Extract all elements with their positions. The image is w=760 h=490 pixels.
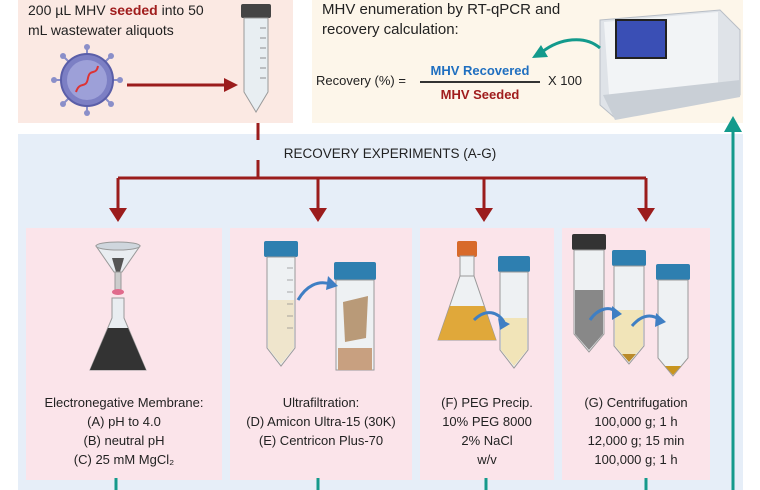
seed-line1-pre: 200 µL MHV (28, 2, 110, 18)
falcon-tube-icon (241, 4, 271, 113)
filtration-funnel-icon (89, 241, 147, 371)
formula-numerator: MHV Recovered (430, 63, 530, 78)
seed-line2: mL wastewater aliquots (28, 22, 174, 38)
method-text-centrifugation: (G) Centrifugation 100,000 g; 1 h 12,000… (562, 393, 710, 469)
ultrafiltration-tube-icon (264, 241, 298, 367)
method-text-peg: (F) PEG Precip. 10% PEG 8000 2% NaCl w/v (420, 393, 554, 469)
method-line: 100,000 g; 1 h (594, 452, 678, 467)
method-line: 2% NaCl (461, 433, 513, 448)
experiments-label: RECOVERY EXPERIMENTS (A-G) (283, 146, 497, 161)
teal-arrow-head (532, 45, 548, 58)
method-text-membrane: Electronegative Membrane: (A) pH to 4.0 … (26, 393, 222, 469)
peg-tube-icon (498, 256, 530, 369)
method-line: (F) PEG Precip. (441, 395, 533, 410)
seed-description: 200 µL MHV seeded into 50 mL wastewater … (28, 0, 268, 40)
enum-title: MHV enumeration by RT-qPCR and recovery … (322, 0, 612, 40)
formula-left: Recovery (%) = (316, 73, 406, 88)
enum-title-line1: MHV enumeration by RT-qPCR and (322, 1, 561, 18)
method-line: (C) 25 mM MgCl₂ (73, 452, 175, 467)
method-line: w/v (477, 452, 497, 467)
method-line: Ultrafiltration: (282, 395, 360, 410)
centrifuge-tube-icon (612, 250, 646, 365)
teal-up-arrow-head (724, 116, 742, 132)
method-line: (G) Centrifugation (584, 395, 688, 410)
formula-denominator: MHV Seeded (440, 87, 520, 102)
qpcr-machine-icon (599, 9, 741, 120)
enum-title-line2: recovery calculation: (322, 21, 459, 38)
centrifuge-tube-icon (656, 264, 690, 377)
centrifuge-tube-icon (572, 234, 606, 353)
method-line: Electronegative Membrane: (44, 395, 204, 410)
seed-line1-bold: seeded (109, 2, 158, 18)
method-panel-ultrafiltration (230, 228, 412, 480)
method-line: (B) neutral pH (83, 433, 165, 448)
method-line: 12,000 g; 15 min (587, 433, 685, 448)
method-panel-peg (420, 228, 554, 480)
centricon-tube-icon (334, 262, 376, 371)
peg-flask-icon (437, 241, 497, 341)
method-text-ultrafiltration: Ultrafiltration: (D) Amicon Ultra-15 (30… (230, 393, 412, 450)
method-line: (A) pH to 4.0 (87, 414, 161, 429)
method-line: (E) Centricon Plus-70 (258, 433, 384, 448)
formula-multiplier: X 100 (548, 73, 582, 88)
method-line: 100,000 g; 1 h (594, 414, 678, 429)
seed-line1-post: into 50 (157, 2, 204, 18)
formula-divider (420, 81, 540, 83)
method-line: 10% PEG 8000 (442, 414, 532, 429)
virus-icon (51, 44, 123, 116)
method-line: (D) Amicon Ultra-15 (30K) (246, 414, 396, 429)
seed-arrow-head (224, 78, 238, 92)
